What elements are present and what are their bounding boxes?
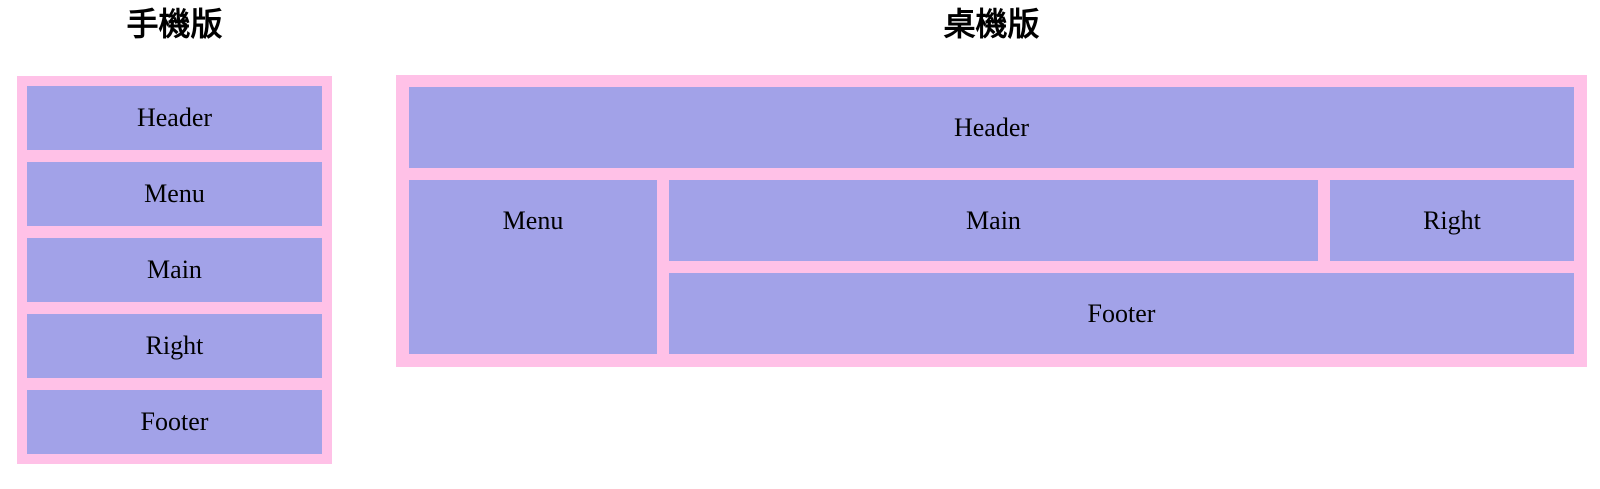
desktop-box-main: Main [669,180,1318,261]
mobile-layout-frame: Header Menu Main Right Footer [17,76,332,464]
desktop-section-title: 桌機版 [943,6,1040,42]
mobile-section-title: 手機版 [126,6,223,42]
desktop-box-footer: Footer [669,273,1574,354]
mobile-box-header: Header [27,86,322,150]
mobile-box-right: Right [27,314,322,378]
mobile-box-footer: Footer [27,390,322,454]
desktop-box-right: Right [1330,180,1574,261]
mobile-box-menu: Menu [27,162,322,226]
desktop-layout-frame: Header Menu Main Right Footer [396,75,1587,367]
mobile-box-main: Main [27,238,322,302]
desktop-box-header: Header [409,87,1574,168]
desktop-box-menu: Menu [409,180,657,354]
